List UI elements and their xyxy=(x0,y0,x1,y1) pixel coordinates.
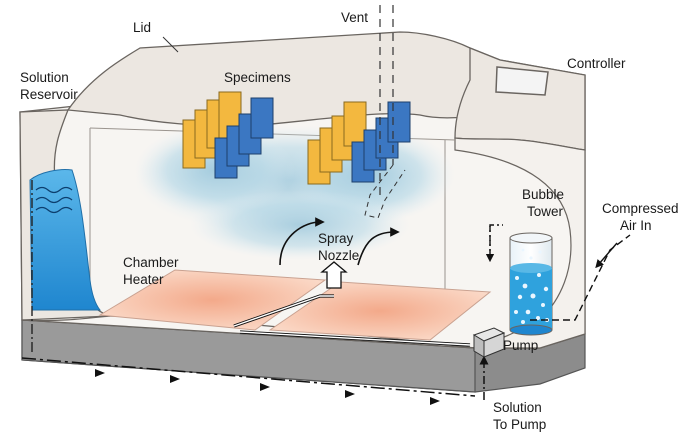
vent xyxy=(364,5,406,219)
label-solution-reservoir: Solution Reservoir xyxy=(20,70,78,102)
label-lid: Lid xyxy=(133,20,151,35)
label-spray-nozzle: Spray Nozzle xyxy=(318,231,359,263)
solution-reservoir xyxy=(29,169,102,355)
labels: Lid Vent Controller Solution Reservoir S… xyxy=(20,10,682,432)
flow-arrow-1 xyxy=(95,369,105,377)
bubble-tower xyxy=(485,224,631,336)
label-solution-to-pump: Solution To Pump xyxy=(493,400,546,432)
label-specimens: Specimens xyxy=(224,70,291,85)
label-chamber-heater: Chamber Heater xyxy=(123,255,182,287)
flow-arrow-5 xyxy=(430,397,440,405)
controller-housing xyxy=(454,47,586,151)
label-bubble-tower: Bubble Tower xyxy=(522,187,568,219)
flow-arrow-2 xyxy=(170,375,180,383)
specimens-left-group xyxy=(182,91,274,179)
label-controller: Controller xyxy=(567,56,626,71)
pump xyxy=(472,327,506,358)
label-pump: Pump xyxy=(503,338,538,353)
flow-arrow-3 xyxy=(260,383,270,391)
solution-lines xyxy=(21,294,489,405)
nozzle-body xyxy=(320,261,348,289)
label-compressed-air-in: Compressed Air In xyxy=(602,201,682,233)
reservoir-wave-1 xyxy=(35,186,73,194)
spray-nozzle xyxy=(279,217,400,289)
reservoir-wave-3 xyxy=(35,206,73,214)
reservoir-wave-2 xyxy=(35,196,73,204)
flow-arrow-4 xyxy=(345,390,355,398)
label-vent: Vent xyxy=(341,10,368,25)
bubbles xyxy=(514,248,549,324)
controller-screen xyxy=(495,66,549,96)
